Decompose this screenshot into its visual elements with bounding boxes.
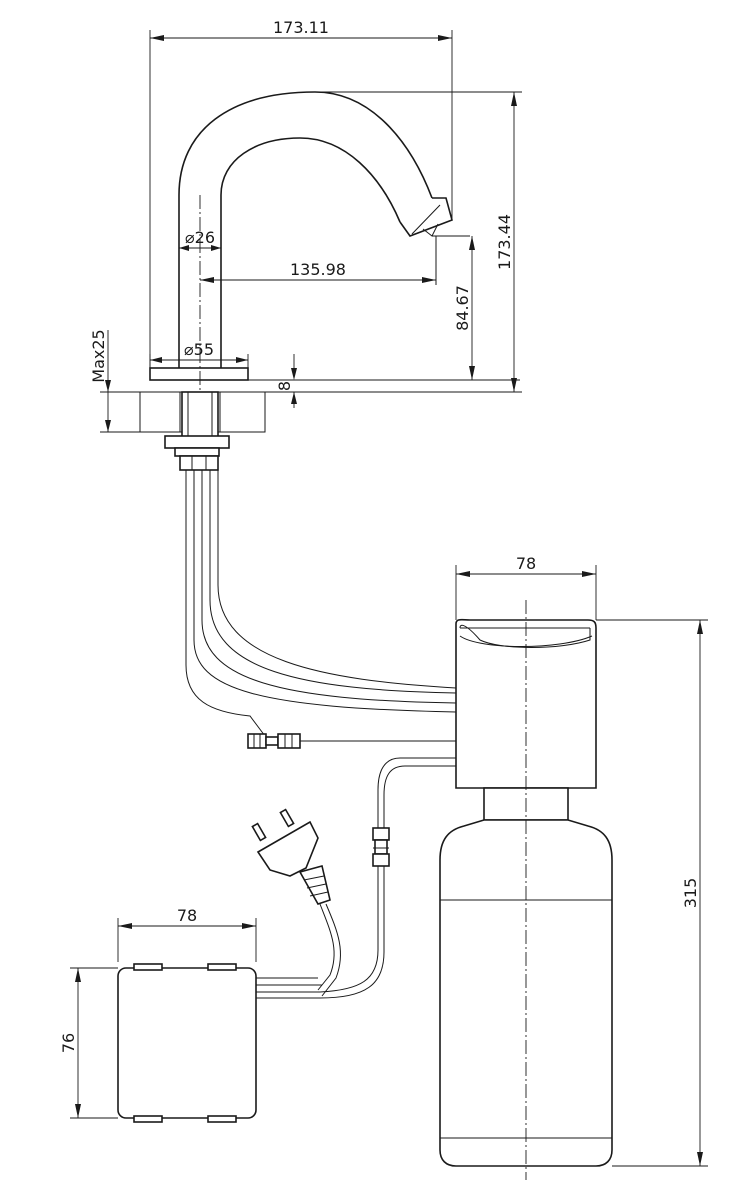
power-adapter (117, 963, 257, 1123)
dim-spout-height: 84.67 (453, 285, 472, 331)
soap-bottle (439, 600, 613, 1180)
countertop-section (100, 391, 300, 471)
sensor-connector (247, 733, 301, 749)
control-box (455, 618, 597, 789)
dimension-lines (70, 30, 708, 1167)
dim-reach: 135.98 (290, 260, 346, 279)
dim-adapter-width: 78 (177, 906, 197, 925)
dim-inner-diameter: ⌀26 (185, 228, 215, 247)
dim-base-diameter: ⌀55 (184, 340, 214, 359)
dim-adapter-height: 76 (59, 1033, 78, 1053)
cables (185, 470, 457, 999)
nozzle (399, 197, 453, 237)
countertop-right (219, 391, 266, 433)
mounting-nut (164, 435, 230, 449)
dim-base-thickness: 8 (275, 381, 294, 391)
dim-faucet-width: 173.11 (273, 18, 329, 37)
spout-outline (178, 91, 433, 368)
inline-connector (372, 827, 390, 867)
dimension-labels: 173.11 173.44 ⌀26 135.98 84.67 ⌀55 8 Max… (59, 18, 700, 1053)
faucet-base (149, 367, 249, 381)
dim-faucet-height: 173.44 (495, 214, 514, 270)
dim-max-deck: Max25 (89, 329, 108, 382)
dim-control-box-width: 78 (516, 554, 536, 573)
faucet (149, 91, 520, 470)
power-plug (251, 808, 331, 905)
dim-unit-height: 315 (681, 878, 700, 909)
countertop-left (139, 391, 181, 433)
spout-inner (220, 137, 401, 368)
